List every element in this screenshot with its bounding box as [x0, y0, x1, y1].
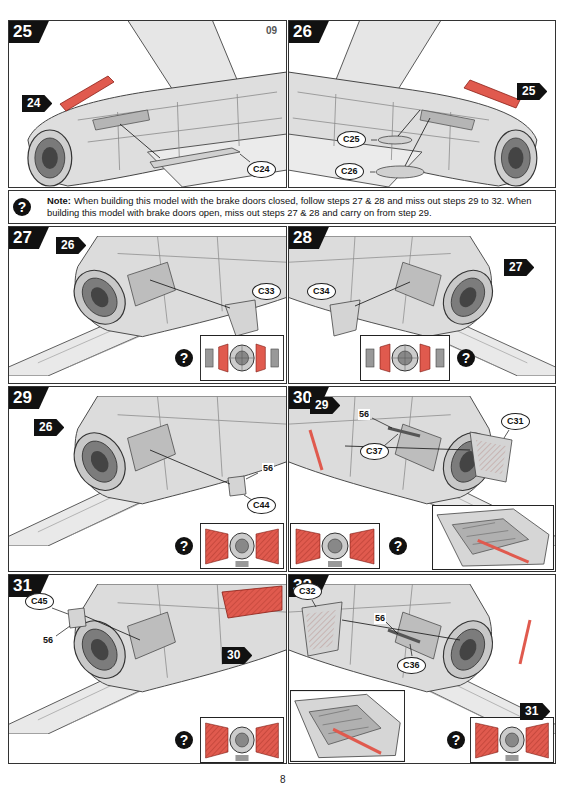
callout-text: C33	[258, 286, 275, 296]
aircraft-marking: 09	[266, 25, 277, 36]
part-callout: C24	[247, 161, 276, 178]
page-number: 8	[280, 774, 286, 785]
callout-text: C31	[507, 416, 524, 426]
callout-text: C26	[341, 166, 358, 176]
callout-text: 27	[509, 260, 522, 274]
part-callout: C31	[501, 413, 530, 430]
step-panel: 31C4530	[8, 574, 287, 764]
step-reference-tab: 26	[34, 419, 64, 436]
step-reference-tab: 30	[222, 647, 252, 664]
help-icon: ?	[175, 537, 193, 555]
part-callout: C32	[293, 583, 322, 600]
part-callout: C37	[360, 443, 389, 460]
note-text: When building this model with the brake …	[47, 195, 532, 218]
part-callout: C25	[337, 131, 366, 148]
callout-text: C45	[31, 596, 48, 606]
callout-number: 56	[374, 613, 386, 624]
callout-text: C44	[253, 500, 270, 510]
part-callout: C33	[252, 283, 281, 300]
step-panel: 26 25C25C26	[288, 20, 556, 188]
part-callout: C34	[307, 283, 336, 300]
callout-text: 26	[39, 420, 52, 434]
step-number: 25	[9, 21, 49, 43]
step-reference-tab: 25	[517, 83, 547, 100]
part-callout: C45	[25, 593, 54, 610]
part-callout: C36	[397, 657, 426, 674]
callout-text: C32	[299, 586, 316, 596]
callout-text: 26	[61, 238, 74, 252]
callout-text: C37	[366, 446, 383, 456]
note-text: Note:	[47, 195, 71, 206]
step-reference-tab: 27	[504, 259, 534, 276]
step-panel: 27 26C33	[8, 226, 287, 384]
callout-text: C36	[403, 660, 420, 670]
step-number: 27	[9, 227, 49, 249]
help-icon: ?	[13, 198, 31, 216]
help-icon: ?	[175, 731, 193, 749]
callout-text: C34	[313, 286, 330, 296]
step-panel: 25 24C24	[8, 20, 287, 188]
step-number: 29	[9, 387, 49, 409]
callout-text: C24	[253, 164, 270, 174]
callout-number: 56	[262, 463, 274, 474]
step-panel: 3029C37C31	[288, 386, 556, 572]
callout-text: C25	[343, 134, 360, 144]
part-callout: C44	[247, 497, 276, 514]
step-number: 28	[289, 227, 329, 249]
callout-text: 29	[315, 398, 328, 412]
callout-number: 56	[42, 635, 54, 646]
part-callout: C26	[335, 163, 364, 180]
callout-number: 56	[358, 409, 370, 420]
help-icon: ?	[457, 349, 475, 367]
step-reference-tab: 29	[310, 397, 340, 414]
callout-text: 24	[27, 96, 40, 110]
step-panel: 32C32C3631	[288, 574, 556, 764]
step-panel: 29 26C44	[8, 386, 287, 572]
help-icon: ?	[175, 349, 193, 367]
step-reference-tab: 26	[56, 237, 86, 254]
step-reference-tab: 24	[22, 95, 52, 112]
callout-text: 30	[227, 648, 240, 662]
callout-text: 25	[522, 84, 535, 98]
step-panel: 28C34 27	[288, 226, 556, 384]
step-reference-tab: 31	[520, 703, 550, 720]
step-number: 26	[289, 21, 329, 43]
note-box: Note:When building this model with the b…	[8, 190, 556, 224]
help-icon: ?	[389, 537, 407, 555]
help-icon: ?	[447, 731, 465, 749]
callout-text: 31	[525, 704, 538, 718]
